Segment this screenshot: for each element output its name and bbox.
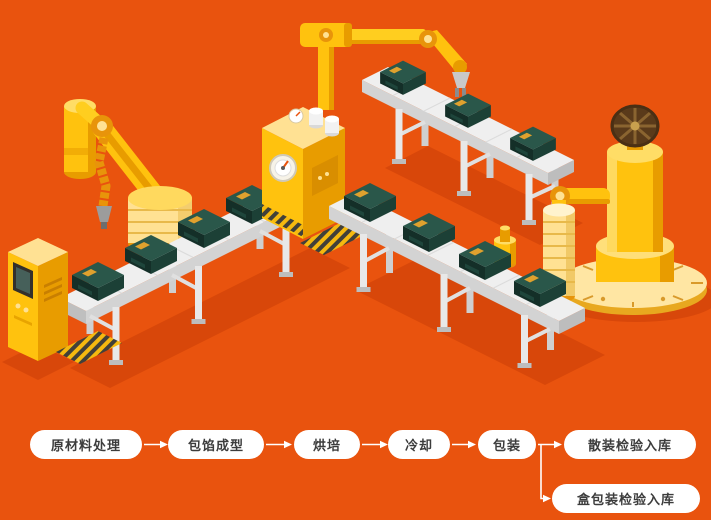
branch-connector [540,444,543,500]
oven-machine [262,107,364,255]
conveyor-right [329,183,585,368]
factory-illustration [2,23,711,388]
process-flowchart: 原材料处理 包馅成型 烘培 冷却 包装 散装检验入库 盒包装检验入库 [0,415,711,520]
flow-step-filling-forming: 包馅成型 [168,430,264,459]
robot-arm-top [300,23,470,110]
robot-arm-left [64,99,192,255]
flow-step-cooling: 冷却 [388,430,450,459]
flow-step-box-inspection: 盒包装检验入库 [552,484,700,513]
robot-station-right [543,104,707,315]
flow-step-raw-material: 原材料处理 [30,430,142,459]
nozzle [96,206,112,222]
flow-step-packaging: 包装 [478,430,536,459]
conveyor-top-right [362,60,574,225]
flow-connectors [144,440,562,503]
flow-step-bulk-inspection: 散装检验入库 [564,430,696,459]
flow-step-baking: 烘培 [294,430,360,459]
flow-arrows [144,440,562,503]
gripper [452,72,470,88]
control-console [8,238,68,361]
hazard-mat [300,223,364,255]
hazard-mat [56,331,122,364]
